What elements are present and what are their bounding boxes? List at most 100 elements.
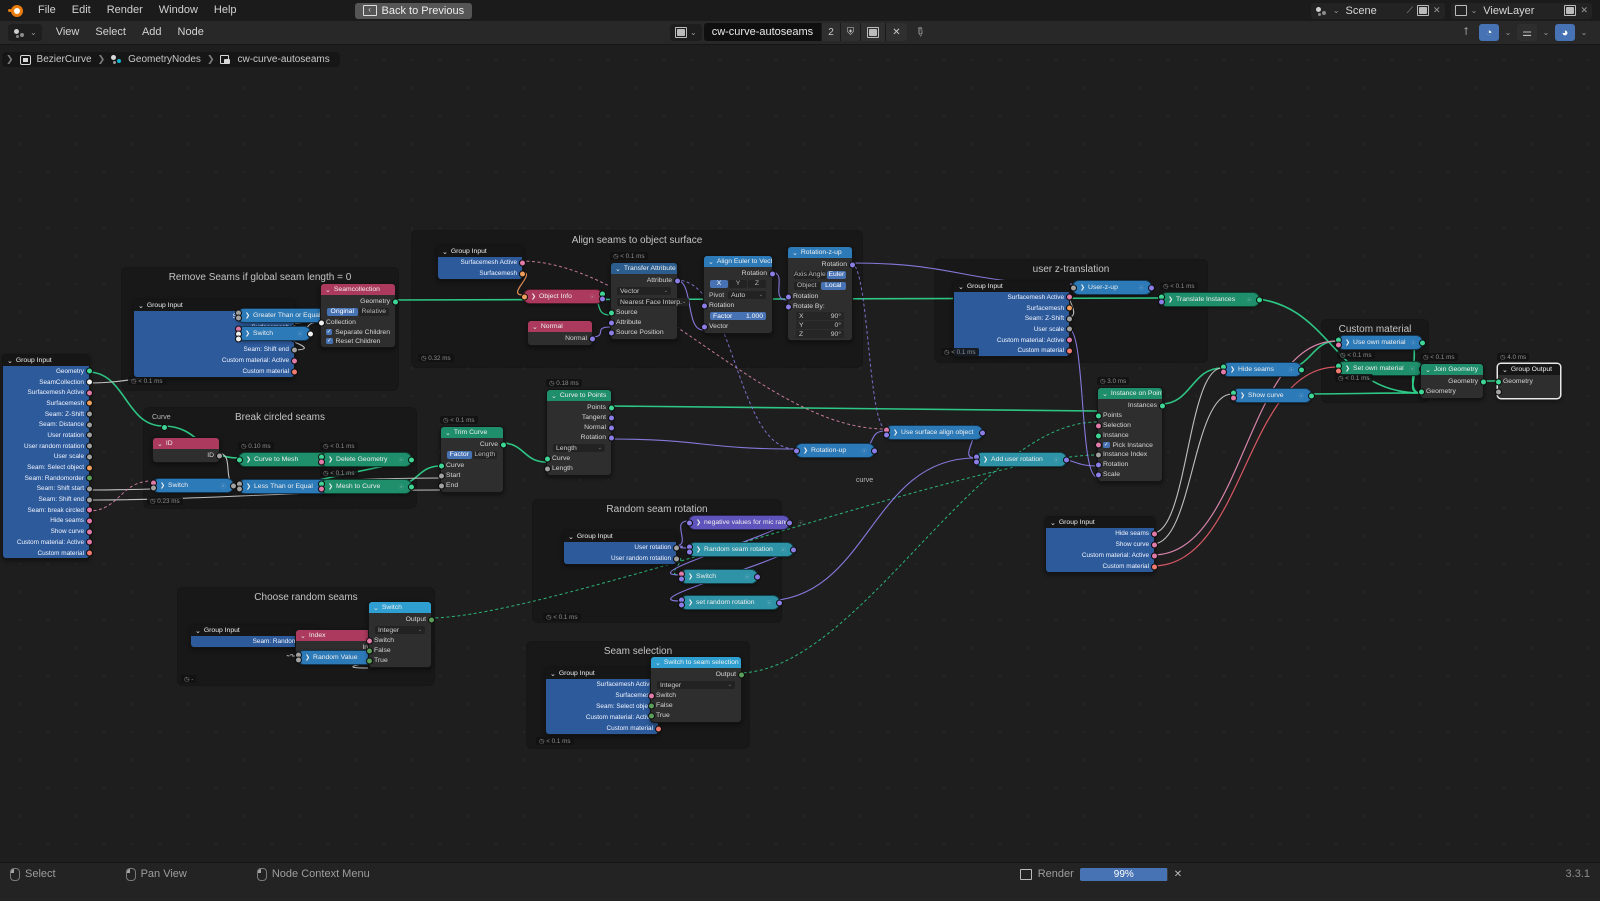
checkbox-checked[interactable]: ✓ xyxy=(326,328,333,336)
socket-input[interactable] xyxy=(365,647,373,654)
socket-output[interactable] xyxy=(1150,530,1158,537)
socket-input[interactable] xyxy=(294,656,302,664)
chevron-down-icon[interactable]: ⌄ xyxy=(1542,28,1550,37)
collapse-chevron-icon[interactable]: ⌄ xyxy=(1502,366,1508,374)
socket-input[interactable] xyxy=(1157,298,1165,306)
viewer-sphere-icon[interactable]: ◕ xyxy=(1555,24,1575,41)
node-tree-name-field[interactable]: cw-curve-autoseams xyxy=(703,23,822,41)
mesh-to-curve-node[interactable]: ❯Mesh to Curve⦿ xyxy=(317,479,415,494)
close-icon[interactable]: ✕ xyxy=(1580,5,1588,15)
checkbox-checked[interactable]: ✓ xyxy=(1103,441,1110,449)
dropdown[interactable]: Nearest Face Interp.⌄ xyxy=(617,297,690,307)
collapse-chevron-icon[interactable]: ❯ xyxy=(1345,340,1351,346)
switch-node-1[interactable]: ❯Switch⦿ xyxy=(234,325,314,342)
pin-icon[interactable]: ✎ xyxy=(911,23,929,41)
socket-input[interactable] xyxy=(1494,388,1502,395)
dropdown[interactable]: Integer⌄ xyxy=(375,625,425,635)
node-header[interactable]: ⌄Curve to Points xyxy=(547,390,611,401)
node-header[interactable]: ⌄Switch to seam selection xyxy=(651,657,741,668)
node-header[interactable]: ⌄Normal xyxy=(528,321,592,332)
breadcrumb-item-modifier[interactable]: GeometryNodes xyxy=(128,54,201,65)
menu-select[interactable]: Select xyxy=(95,26,126,38)
node-header[interactable]: ⌄Instance on Points xyxy=(1098,388,1162,399)
socket-input[interactable] xyxy=(647,692,655,699)
collapse-chevron-icon[interactable]: ⌄ xyxy=(551,392,557,400)
socket-output[interactable] xyxy=(85,549,93,557)
chevron-down-icon[interactable]: ⌄ xyxy=(1580,28,1588,37)
collapse-chevron-icon[interactable]: ❯ xyxy=(328,484,334,490)
socket-output[interactable] xyxy=(85,442,93,450)
socket-input[interactable] xyxy=(677,575,685,583)
socket-input[interactable] xyxy=(1334,341,1342,349)
random-seam-rotation-node[interactable]: ❯Random seam rotation⦿ xyxy=(685,542,797,557)
collapse-chevron-icon[interactable]: ❯ xyxy=(305,655,311,661)
node-header[interactable]: ⌄ID xyxy=(153,438,219,449)
collapse-icon[interactable]: ⦿ xyxy=(780,547,786,554)
node-header[interactable]: ⌄Rotation-z-up xyxy=(788,247,852,258)
segment-button[interactable]: Object xyxy=(794,281,820,291)
menu-edit[interactable]: Edit xyxy=(71,4,91,16)
socket-output[interactable] xyxy=(1065,336,1073,344)
socket-input[interactable] xyxy=(700,323,708,330)
checkbox-checked[interactable]: ✓ xyxy=(326,337,333,345)
socket-input[interactable] xyxy=(677,601,685,609)
collapse-chevron-icon[interactable]: ❯ xyxy=(1230,367,1236,373)
collapse-chevron-icon[interactable]: ❯ xyxy=(1345,366,1351,372)
socket-output[interactable] xyxy=(215,452,223,459)
sel-row[interactable]: Integer⌄ xyxy=(651,680,741,691)
node-header[interactable]: ⌄Index xyxy=(296,630,384,641)
node-header[interactable]: ⌄Group Input xyxy=(3,355,89,366)
collapse-chevron-icon[interactable]: ⌄ xyxy=(532,323,538,331)
socket-output[interactable] xyxy=(85,496,93,504)
switch-node-3[interactable]: ❯Switch⦿ xyxy=(677,569,761,584)
menu-help[interactable]: Help xyxy=(213,4,237,16)
socket-output[interactable] xyxy=(978,429,986,436)
collapse-icon[interactable]: ⦿ xyxy=(797,520,804,527)
rotation-up-node[interactable]: ❯Rotation-up⦿ xyxy=(792,443,878,458)
collapse-icon[interactable]: ⦿ xyxy=(297,331,303,338)
socket-input[interactable] xyxy=(234,314,242,322)
socket-output[interactable] xyxy=(85,506,93,514)
snapping-icon[interactable]: ◔ xyxy=(1479,24,1499,41)
collapse-icon[interactable]: ⦿ xyxy=(220,483,226,490)
socket-output[interactable] xyxy=(598,295,606,303)
sel-row[interactable]: Nearest Face Interp.⌄ xyxy=(611,297,690,308)
socket-input[interactable] xyxy=(1094,451,1102,458)
collapse-chevron-icon[interactable]: ❯ xyxy=(696,520,702,526)
overlays-icon[interactable]: ⚌ xyxy=(1517,24,1537,41)
collapse-chevron-icon[interactable]: ⌄ xyxy=(568,533,574,541)
segment-button[interactable]: Factor xyxy=(447,450,472,460)
sel-row[interactable]: Length⌄ xyxy=(547,443,611,454)
socket-output[interactable] xyxy=(607,434,615,441)
socket-output[interactable] xyxy=(848,261,856,268)
collapse-icon[interactable]: ⦿ xyxy=(1288,367,1294,374)
socket-output[interactable] xyxy=(85,421,93,429)
segment-button[interactable]: Original xyxy=(327,307,358,317)
node-header[interactable]: ⌄Group Input xyxy=(191,625,317,636)
editor-type-button[interactable]: ⌄ xyxy=(8,24,42,41)
segment-button[interactable]: Axis Angle xyxy=(794,270,826,280)
collapse-chevron-icon[interactable]: ⌄ xyxy=(792,249,798,257)
collapse-chevron-icon[interactable]: ⌄ xyxy=(157,440,163,448)
align-euler-node[interactable]: ⌄Align Euler to VectorRotationXYZPivotAu… xyxy=(700,255,776,334)
socket-input[interactable] xyxy=(317,485,325,493)
user-z-up-node[interactable]: ❯User-z-up⦿ xyxy=(1069,280,1155,295)
node-header[interactable]: ⌄Trim Curve xyxy=(441,427,503,438)
socket-output[interactable] xyxy=(1479,378,1487,385)
segment-button[interactable]: X xyxy=(710,279,728,289)
socket-output[interactable] xyxy=(775,599,783,606)
new-copy-icon[interactable] xyxy=(860,23,886,41)
socket-input[interactable] xyxy=(1069,284,1077,291)
